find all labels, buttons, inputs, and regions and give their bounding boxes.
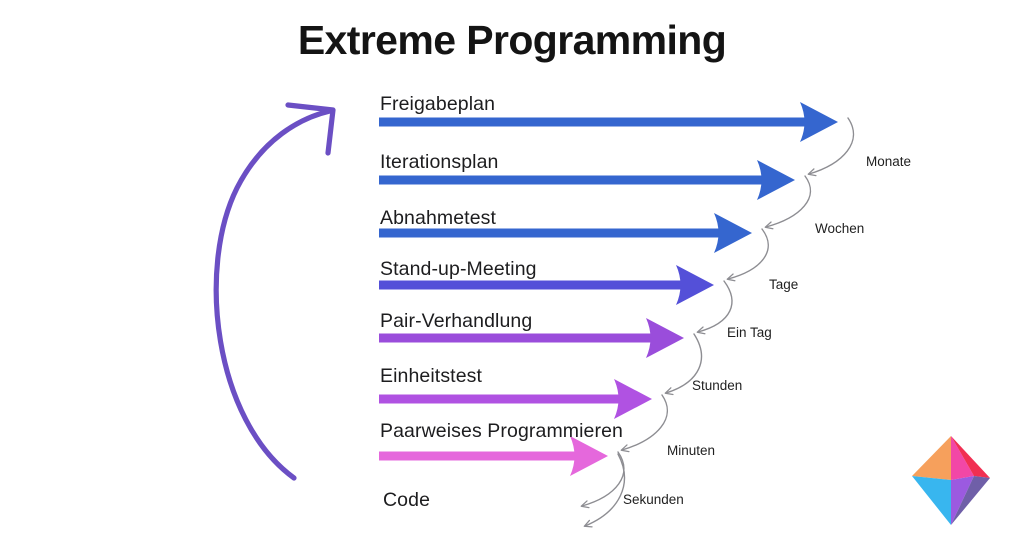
feedback-loop-arrow: [213, 102, 336, 481]
practice-label: Stand-up-Meeting: [380, 258, 537, 280]
practice-bar-arrow: [379, 436, 608, 476]
timescale-label: Stunden: [692, 378, 743, 393]
practice-label: Pair-Verhandlung: [380, 310, 533, 332]
timescale-connector-arrow: [620, 394, 668, 453]
timescale-connector-arrow: [764, 175, 812, 230]
timescale-label: Tage: [769, 277, 799, 292]
practice-label: Iterationsplan: [380, 151, 499, 173]
logo-facet-top-right: [951, 436, 990, 478]
timescale-connector-arrow: [580, 451, 625, 509]
octahedron-logo: [912, 436, 990, 525]
page-title: Extreme Programming: [297, 17, 727, 63]
practice-label: Abnahmetest: [380, 207, 497, 229]
timescale-connector-arrow: [726, 228, 769, 282]
practice-label: Freigabeplan: [380, 93, 496, 115]
logo-facet-bottom-left: [912, 476, 951, 525]
timescale-label: Monate: [866, 154, 912, 169]
practice-label: Einheitstest: [380, 365, 483, 387]
practice-label: Code: [383, 489, 431, 511]
timescale-connector-arrows: [580, 117, 855, 528]
timescale-connector-arrow: [583, 453, 626, 528]
timescale-label: Sekunden: [623, 492, 684, 507]
logo-facet-top-left: [912, 436, 951, 480]
timescale-label: Ein Tag: [727, 325, 772, 340]
logo-facet-top-center: [951, 436, 974, 480]
logo-facet-bottom-right: [951, 476, 990, 525]
timescale-label: Minuten: [667, 443, 716, 458]
practice-label: Paarweises Programmieren: [380, 420, 623, 442]
timescale-connector-arrow: [807, 117, 855, 177]
timescale-label: Wochen: [815, 221, 865, 236]
